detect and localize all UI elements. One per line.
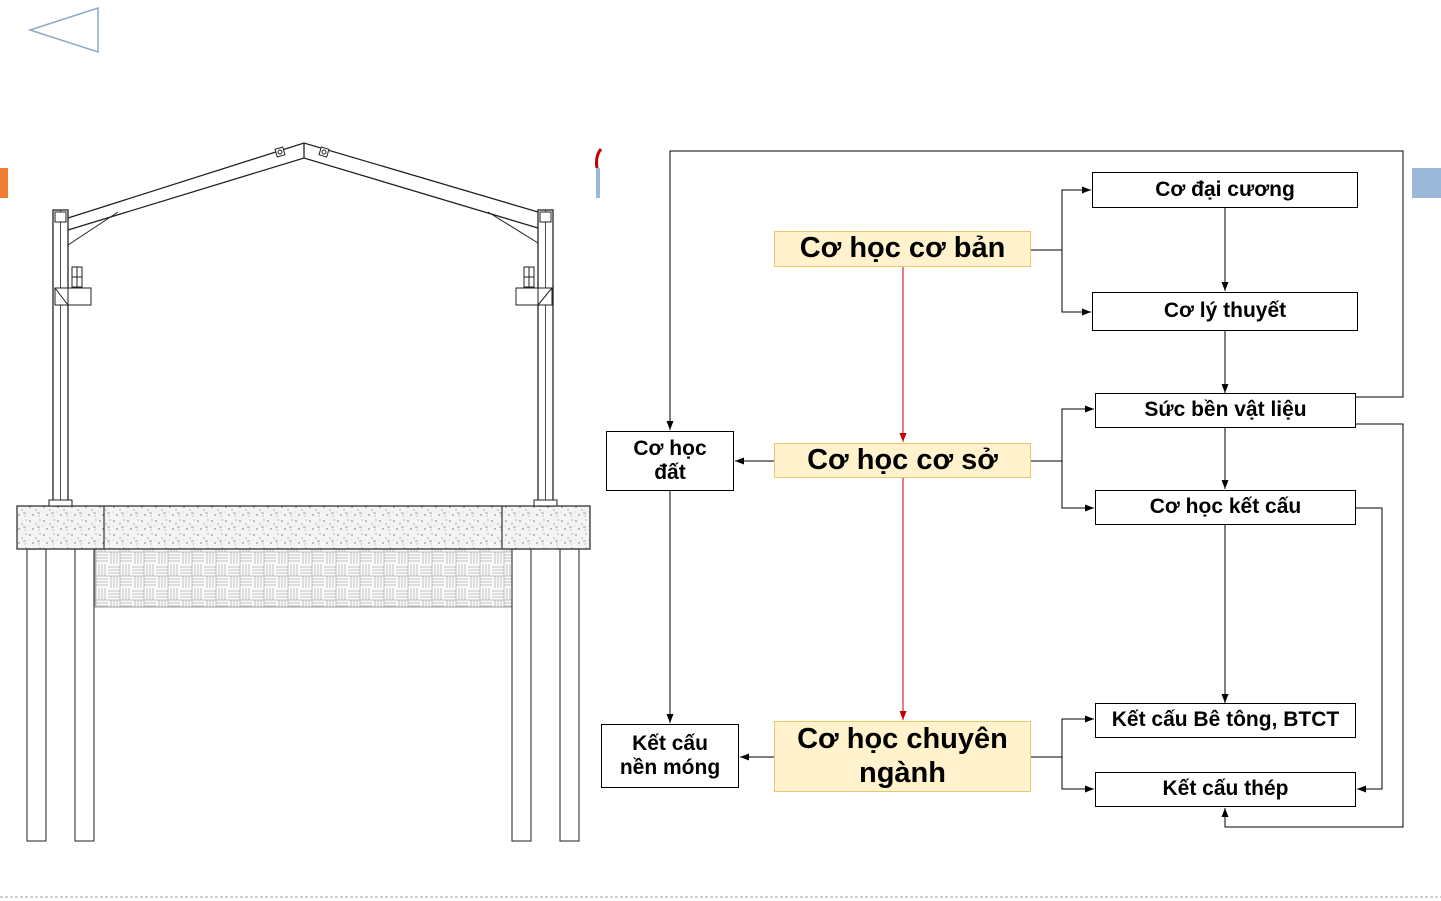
node-label: Cơ học đất (633, 437, 706, 485)
triangle-left-icon[interactable] (26, 6, 100, 54)
node-co-hoc-ket-cau: Cơ học kết cấu (1095, 490, 1356, 525)
node-label: Sức bền vật liệu (1144, 398, 1306, 422)
node-label: Cơ học cơ bản (800, 232, 1006, 265)
node-co-ly-thuyet: Cơ lý thuyết (1092, 292, 1358, 331)
node-label: Cơ lý thuyết (1164, 299, 1286, 323)
bottom-rule (0, 894, 1441, 900)
node-suc-ben-vat-lieu: Sức bền vật liệu (1095, 393, 1356, 428)
node-ket-cau-nen-mong: Kết cấu nền móng (601, 724, 739, 788)
node-ket-cau-be-tong: Kết cấu Bê tông, BTCT (1095, 703, 1356, 738)
node-co-hoc-dat: Cơ học đất (606, 431, 734, 491)
right-accent-tab (1412, 168, 1441, 198)
left-accent-tab (0, 168, 8, 198)
node-label: Cơ học chuyên ngành (797, 723, 1008, 790)
node-co-hoc-co-so: Cơ học cơ sở (774, 443, 1031, 478)
node-label: Cơ đại cương (1155, 178, 1295, 202)
node-label: Cơ học cơ sở (807, 444, 998, 477)
node-label: Kết cấu thép (1162, 777, 1288, 801)
node-label: Kết cấu Bê tông, BTCT (1112, 708, 1340, 732)
node-label: Cơ học kết cấu (1150, 495, 1301, 519)
node-co-hoc-chuyen-nganh: Cơ học chuyên ngành (774, 721, 1031, 792)
portal-frame-building-section-icon (10, 135, 600, 850)
node-label: Kết cấu nền móng (620, 732, 720, 780)
node-co-dai-cuong: Cơ đại cương (1092, 172, 1358, 208)
node-co-hoc-co-ban: Cơ học cơ bản (774, 231, 1031, 267)
node-ket-cau-thep: Kết cấu thép (1095, 772, 1356, 807)
